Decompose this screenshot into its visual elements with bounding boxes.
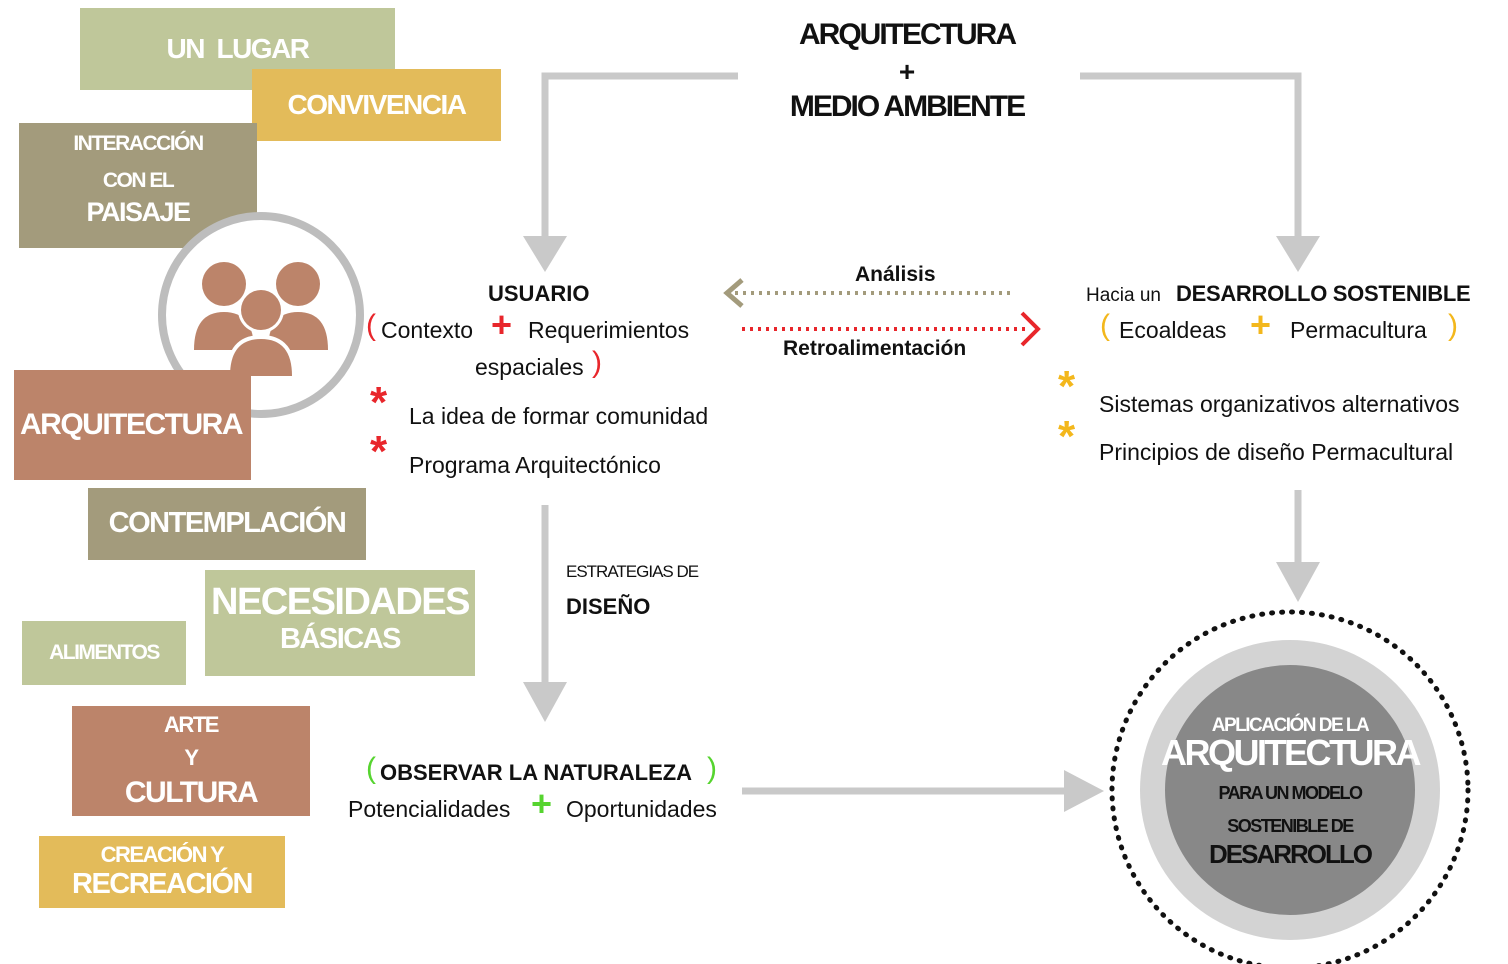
arrow-top-to-usuario <box>541 72 738 240</box>
final-circle-text: APLICACIÓN DE LA ARQUITECTURA PARA UN MO… <box>1161 715 1421 870</box>
box-necesidades: NECESIDADES BÁSICAS <box>205 570 475 676</box>
arrowhead-final-left <box>1064 770 1104 812</box>
box-interaccion-line3: PAISAJE <box>86 196 191 227</box>
desarrollo-star-2: * <box>1058 412 1076 461</box>
box-arquitectura: ARQUITECTURA <box>14 370 251 480</box>
desarrollo-ecoaldeas: Ecoaldeas <box>1119 317 1227 343</box>
observar-open-paren: ( <box>366 752 376 785</box>
usuario-star-1: * <box>370 378 388 427</box>
final-line1: APLICACIÓN DE LA <box>1211 715 1370 736</box>
box-contemplacion: CONTEMPLACIÓN <box>88 488 366 560</box>
arrowhead-desarrollo <box>1276 236 1320 272</box>
desarrollo-title: DESARROLLO SOSTENIBLE <box>1176 281 1471 306</box>
usuario-plus: + <box>491 304 513 345</box>
desarrollo-item-2: Principios de diseño Permacultural <box>1099 439 1454 465</box>
desarrollo-open-paren: ( <box>1100 309 1110 342</box>
box-necesidades-line1: NECESIDADES <box>211 581 471 624</box>
final-line5: DESARROLLO <box>1209 839 1373 869</box>
top-title-line2: MEDIO AMBIENTE <box>789 90 1026 123</box>
observar-oportunidades: Oportunidades <box>566 796 717 822</box>
arrowhead-usuario <box>523 236 567 272</box>
final-line3: PARA UN MODELO <box>1218 783 1364 803</box>
desarrollo-permacultura: Permacultura <box>1290 317 1427 343</box>
box-interaccion-line2: CON EL <box>102 168 175 192</box>
final-inner-circle <box>1165 665 1415 915</box>
box-arquitectura-label: ARQUITECTURA <box>20 407 244 441</box>
usuario-contexto: Contexto <box>381 317 474 343</box>
arrowhead-observar <box>523 682 567 722</box>
final-dotted-ring <box>1109 609 1471 964</box>
box-arte-line2: Y <box>184 744 199 770</box>
usuario-close-paren: ) <box>592 346 602 379</box>
box-alimentos: ALIMENTOS <box>22 621 186 685</box>
retroalimentacion-label: Retroalimentación <box>783 337 967 360</box>
box-contemplacion-label: CONTEMPLACIÓN <box>108 507 347 540</box>
desarrollo-prefix: Hacia un <box>1086 285 1161 306</box>
box-arte-line1: ARTE <box>164 712 219 738</box>
desarrollo-plus: + <box>1250 304 1272 345</box>
usuario-espaciales: espaciales <box>475 354 584 380</box>
top-title-line1: ARQUITECTURA <box>799 18 1017 51</box>
desarrollo-star-1: * <box>1058 362 1076 411</box>
desarrollo-item-1: Sistemas organizativos alternativos <box>1099 391 1460 417</box>
box-arte: ARTE Y CULTURA <box>72 706 310 816</box>
box-creacion: CREACIÓN Y RECREACIÓN <box>39 836 285 908</box>
analisis-arrowhead <box>723 278 744 308</box>
final-line4: SOSTENIBLE DE <box>1227 816 1354 836</box>
final-line2: ARQUITECTURA <box>1161 732 1421 773</box>
desarrollo-close-paren: ) <box>1448 309 1458 342</box>
box-creacion-line2: RECREACIÓN <box>72 868 253 901</box>
box-necesidades-line2: BÁSICAS <box>279 622 402 655</box>
box-interaccion-line1: INTERACCIÓN <box>73 131 204 155</box>
usuario-open-paren: ( <box>366 309 376 342</box>
box-un-lugar-label: UN LUGAR <box>166 32 310 64</box>
estrategias-line2: DISEÑO <box>566 594 651 619</box>
usuario-title: USUARIO <box>488 281 590 306</box>
box-creacion-line1: CREACIÓN Y <box>100 841 225 867</box>
box-arte-line3: CULTURA <box>124 775 259 809</box>
usuario-item-1: La idea de formar comunidad <box>409 403 709 429</box>
top-title-plus: + <box>898 56 916 87</box>
estrategias-line1: ESTRATEGIAS DE <box>566 562 699 581</box>
retro-arrowhead <box>1020 311 1041 347</box>
arrow-top-to-desarrollo <box>1080 72 1302 240</box>
observar-potencialidades: Potencialidades <box>348 796 511 822</box>
usuario-item-2: Programa Arquitectónico <box>409 452 661 478</box>
box-alimentos-label: ALIMENTOS <box>49 641 160 665</box>
observar-close-paren: ) <box>707 752 717 785</box>
usuario-requerimientos: Requerimientos <box>528 317 690 343</box>
usuario-star-2: * <box>370 427 388 476</box>
observar-plus: + <box>531 783 553 824</box>
box-convivencia-label: CONVIVENCIA <box>287 88 467 120</box>
observar-title: OBSERVAR LA NATURALEZA <box>380 760 693 785</box>
users-group-icon <box>158 212 364 418</box>
box-convivencia: CONVIVENCIA <box>252 69 501 141</box>
arrowhead-final <box>1276 562 1320 602</box>
analisis-label: Análisis <box>855 263 936 286</box>
